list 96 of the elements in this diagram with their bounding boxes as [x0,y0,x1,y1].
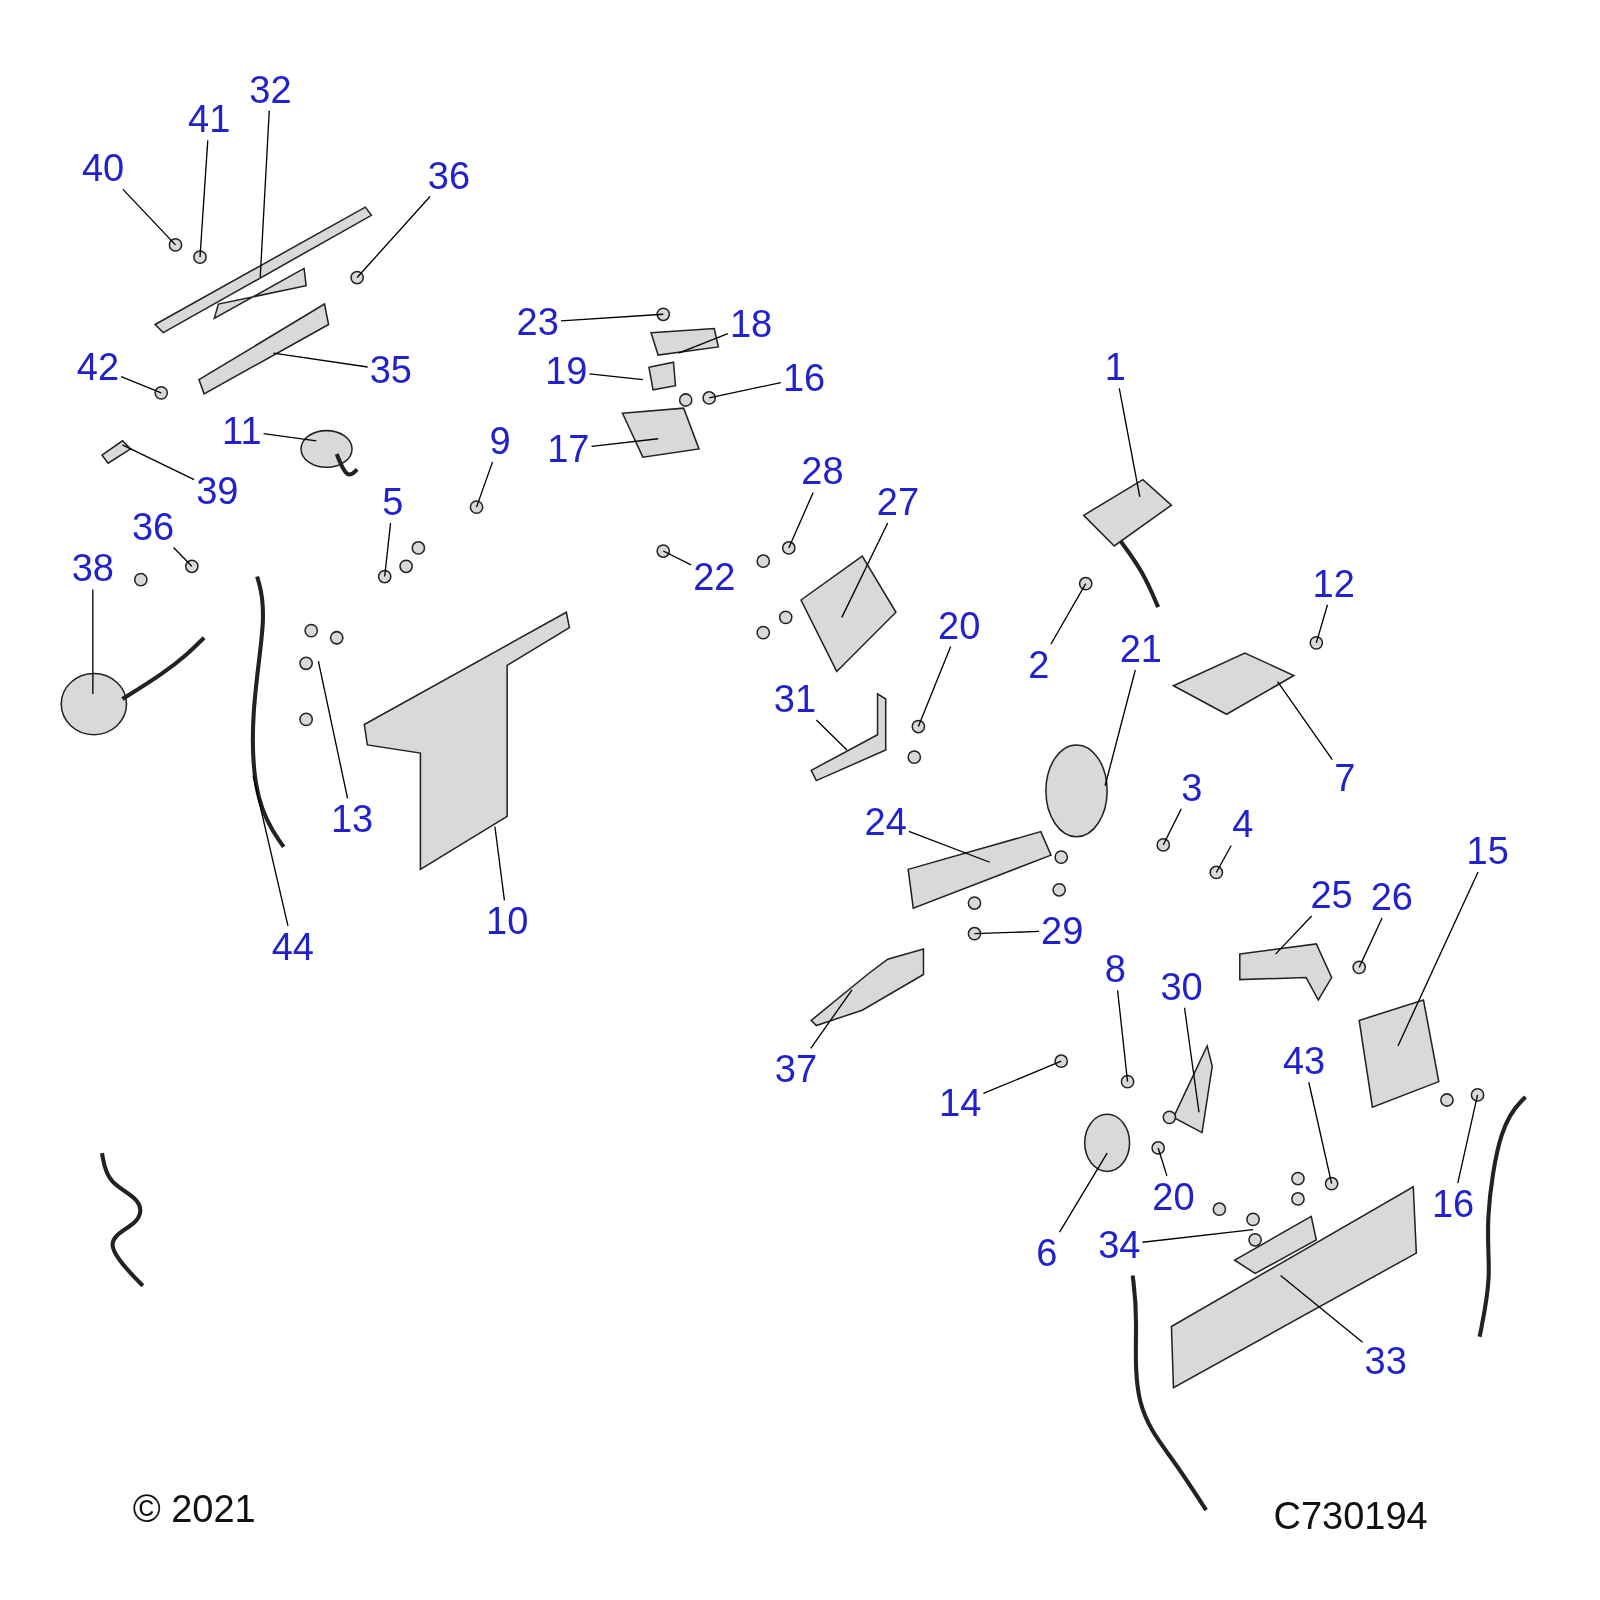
callout-number: 40 [81,149,125,188]
leader-line [252,774,289,927]
leader-line [788,491,814,549]
leader-line [590,438,659,447]
leader-line [1162,808,1182,846]
callout-number: 22 [693,557,736,596]
leader-line [259,110,270,279]
callout-number: 17 [547,429,590,468]
callout-number: 1 [1104,348,1126,387]
leader-line [1141,1228,1254,1243]
callout-number: 16 [782,358,826,397]
callout-number: 8 [1104,950,1126,989]
callout-number: 31 [773,679,817,718]
callout-number: 13 [330,800,374,839]
leader-line [1116,989,1129,1083]
callout-number: 24 [864,803,907,842]
leader-line [708,381,782,399]
copyright-notice: © 2021 [132,1489,256,1528]
callout-number: 27 [876,483,920,522]
callout-number: 38 [71,549,114,588]
leader-line [908,830,991,863]
callout-number: 14 [939,1084,982,1123]
leader-line [1358,917,1383,968]
callout-number: 34 [1098,1225,1141,1264]
leader-line [1183,1007,1200,1113]
leader-line [1397,871,1479,1047]
leader-line [1050,583,1087,645]
leader-line [1104,669,1136,787]
callout-number: 18 [729,305,773,344]
leader-line [588,373,644,381]
leader-line [560,313,664,322]
callout-number: 25 [1310,875,1353,914]
callout-number: 7 [1334,758,1356,797]
callout-number: 4 [1232,805,1254,844]
callout-number: 2 [1028,646,1050,685]
leader-line [1308,1081,1333,1185]
leader-line [272,352,369,368]
callout-number: 44 [271,927,314,966]
leader-line [973,930,1040,935]
leader-line [1315,604,1329,644]
leader-line [1274,915,1313,955]
leader-line [120,376,162,394]
leader-line [494,825,506,902]
callout-number: 39 [196,471,239,510]
leader-line [1058,1152,1108,1233]
callout-number: 19 [545,352,588,391]
callout-number: 15 [1466,832,1509,870]
callout-number: 6 [1036,1234,1058,1273]
callout-number: 20 [938,606,981,645]
leader-line [841,522,889,618]
callout-number: 29 [1041,911,1084,950]
leader-line [317,660,349,799]
leader-line [121,444,195,481]
callout-number: 3 [1181,768,1203,807]
callout-number: 9 [489,421,511,460]
callout-number: 36 [131,507,175,546]
callout-number: 21 [1119,629,1162,668]
callout-number: 33 [1364,1342,1407,1381]
drawing-number: C730194 [1273,1496,1428,1535]
leader-line [662,550,692,566]
callout-number: 42 [76,348,120,387]
leader-line [262,432,317,442]
callout-number: 12 [1312,564,1355,603]
leader-line [356,195,431,279]
leader-line [982,1060,1062,1095]
leader-line [122,188,177,246]
leader-line [1279,1274,1364,1343]
callout-number: 41 [188,100,231,139]
callout-number: 16 [1431,1185,1475,1224]
leader-line [1457,1094,1479,1184]
callout-number: 10 [486,902,529,941]
callout-number: 20 [1152,1177,1195,1216]
leader-line [917,645,952,728]
leader-line [1118,387,1141,498]
callout-number: 32 [249,70,292,109]
leader-line [92,588,94,695]
callout-number: 36 [427,156,471,195]
leader-line [475,461,494,508]
leader-line [815,719,848,751]
leader-line [677,332,729,354]
callout-number: 43 [1282,1042,1326,1081]
callout-number: 35 [369,351,412,390]
leader-line [1157,1147,1168,1177]
callout-number: 23 [516,303,559,342]
leader-line [1276,680,1333,761]
callout-number: 11 [222,411,262,450]
callout-number: 28 [801,452,844,491]
leader-line [810,989,853,1049]
leader-line [384,522,392,578]
callout-number: 26 [1370,877,1413,916]
leader-line [199,139,209,258]
callout-number: 5 [382,483,404,522]
callout-number: 37 [774,1050,818,1089]
callout-number: 30 [1160,967,1203,1006]
leader-line [1215,844,1232,874]
leader-line [172,546,193,567]
